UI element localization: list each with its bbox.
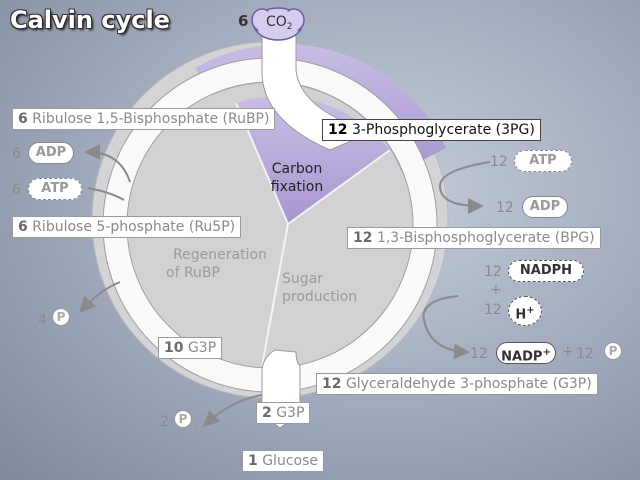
pi4-sub: i xyxy=(69,321,72,331)
adp12-pill: ADP xyxy=(522,196,568,218)
box-3pg: 12 3-Phosphoglycerate (3PG) xyxy=(322,119,541,141)
nadph12-count: 12 xyxy=(484,264,502,280)
atp12-pill: ATP xyxy=(514,150,572,172)
box-g3p-12: 12 Glyceraldehyde 3-phosphate (G3P) xyxy=(316,373,598,395)
pi4-count: 4 xyxy=(38,312,47,328)
nadp12-count: 12 xyxy=(470,346,488,362)
plus-sign-2: + xyxy=(562,344,574,360)
box-ru5p: 6 Ribulose 5-phosphate (Ru5P) xyxy=(12,216,242,238)
h12-count: 12 xyxy=(484,302,502,318)
h12-pill: H+ xyxy=(508,296,542,326)
atp6-pill: ATP xyxy=(28,178,82,200)
co2-count: 6 xyxy=(238,12,249,30)
atp-in-arrow xyxy=(87,187,125,201)
pi4-circle: P xyxy=(52,308,70,326)
nadp12-pill: NADP+ xyxy=(496,342,556,364)
pi12-sub: i xyxy=(621,356,624,366)
pi12-circle: P xyxy=(604,342,622,360)
page-title: Calvin cycle xyxy=(10,6,170,34)
nadph-arrow xyxy=(422,295,470,360)
pi12-count: 12 xyxy=(576,346,594,362)
box-bpg: 12 1,3-Bisphosphoglycerate (BPG) xyxy=(347,227,601,249)
atp-arrow-12 xyxy=(438,161,491,214)
adp6-pill: ADP xyxy=(28,142,74,164)
adp-arrow xyxy=(84,144,131,183)
atp12-count: 12 xyxy=(490,154,508,170)
adp6-count: 6 xyxy=(12,146,21,162)
pi2-circle: P xyxy=(174,410,192,428)
atp6-count: 6 xyxy=(12,182,21,198)
co2-cloud xyxy=(251,7,305,41)
nadph12-pill: NADPH xyxy=(508,260,584,282)
pi2-sub: i xyxy=(191,423,194,433)
box-glucose: 1 Glucose xyxy=(242,450,324,472)
box-g3p-10: 10 G3P xyxy=(158,337,223,359)
co2-label: CO2 xyxy=(266,14,293,32)
plus-sign: + xyxy=(490,282,502,298)
adp12-count: 12 xyxy=(496,200,514,216)
box-rubp: 6 Ribulose 1,5-Bisphosphate (RuBP) xyxy=(12,108,276,130)
pi2-count: 2 xyxy=(160,414,169,430)
box-g3p-2: 2 G3P xyxy=(256,402,311,424)
pi2-arrow xyxy=(203,394,263,427)
pi4-arrow xyxy=(79,281,121,313)
